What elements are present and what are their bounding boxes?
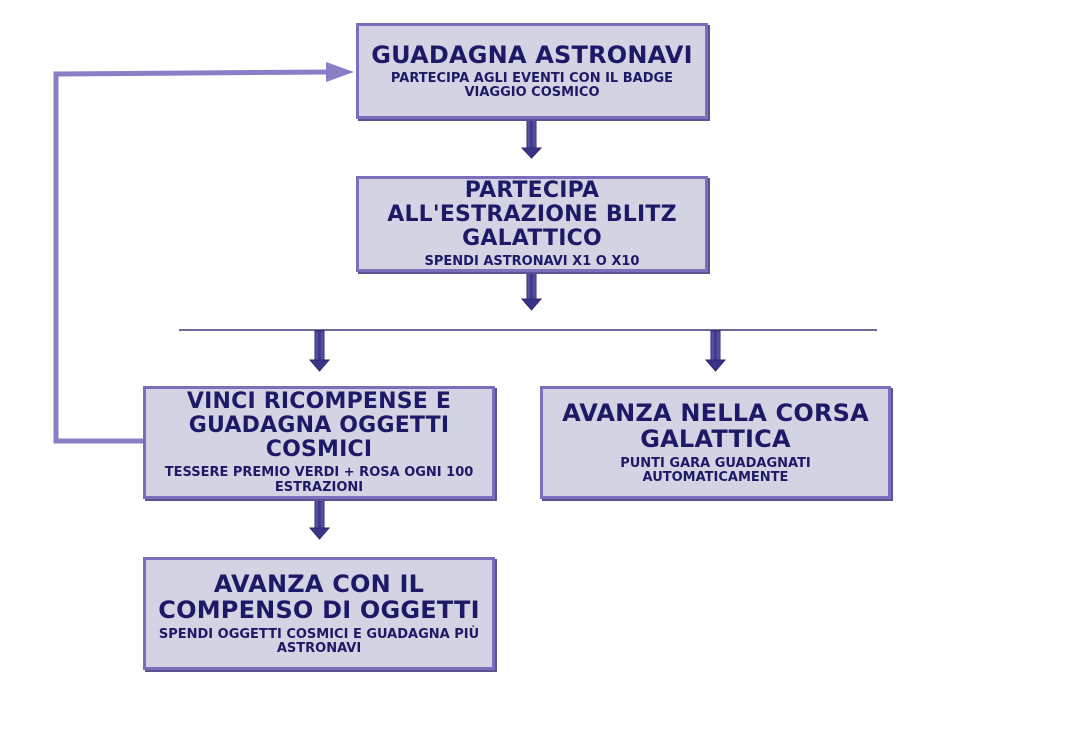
node-partecipa-estrazione: Partecipa all'estrazione Blitz galattico… xyxy=(356,176,708,272)
feedback-loop-arrowhead xyxy=(326,62,354,82)
node-title: Guadagna astronavi xyxy=(371,40,693,69)
node-subtitle: Spendi astronavi x1 o x10 xyxy=(424,254,640,270)
node-vinci-ricompense: Vinci ricompense e guadagna oggetti cosm… xyxy=(143,386,495,499)
node-title: Avanza nella corsa galattica xyxy=(562,398,869,454)
feedback-loop-line xyxy=(53,69,331,444)
node-subtitle: Partecipa agli eventi con il badge viagg… xyxy=(390,70,674,101)
node-subtitle: Spendi oggetti cosmici e guadagna più as… xyxy=(158,626,480,656)
node-title: Partecipa all'estrazione Blitz galattico xyxy=(387,177,677,251)
node-subtitle: Punti gara guadagnati automaticamente xyxy=(620,455,811,485)
node-compenso-oggetti: Avanza con il compenso di oggetti Spendi… xyxy=(143,557,495,670)
arrow-branch-to-corsa xyxy=(704,330,727,372)
arrow-branch-to-vinci xyxy=(308,330,331,372)
arrow-vinci-to-compenso xyxy=(308,498,331,540)
node-guadagna-astronavi: Guadagna astronavi Partecipa agli eventi… xyxy=(356,23,708,119)
node-corsa-galattica: Avanza nella corsa galattica Punti gara … xyxy=(540,386,891,499)
node-title: Avanza con il compenso di oggetti xyxy=(158,569,480,625)
arrow-guadagna-to-partecipa xyxy=(520,118,543,159)
node-subtitle: Tessere premio verdi + rosa ogni 100 est… xyxy=(164,465,474,495)
node-title: Vinci ricompense e guadagna oggetti cosm… xyxy=(186,388,452,463)
arrow-partecipa-to-branch xyxy=(520,271,543,311)
